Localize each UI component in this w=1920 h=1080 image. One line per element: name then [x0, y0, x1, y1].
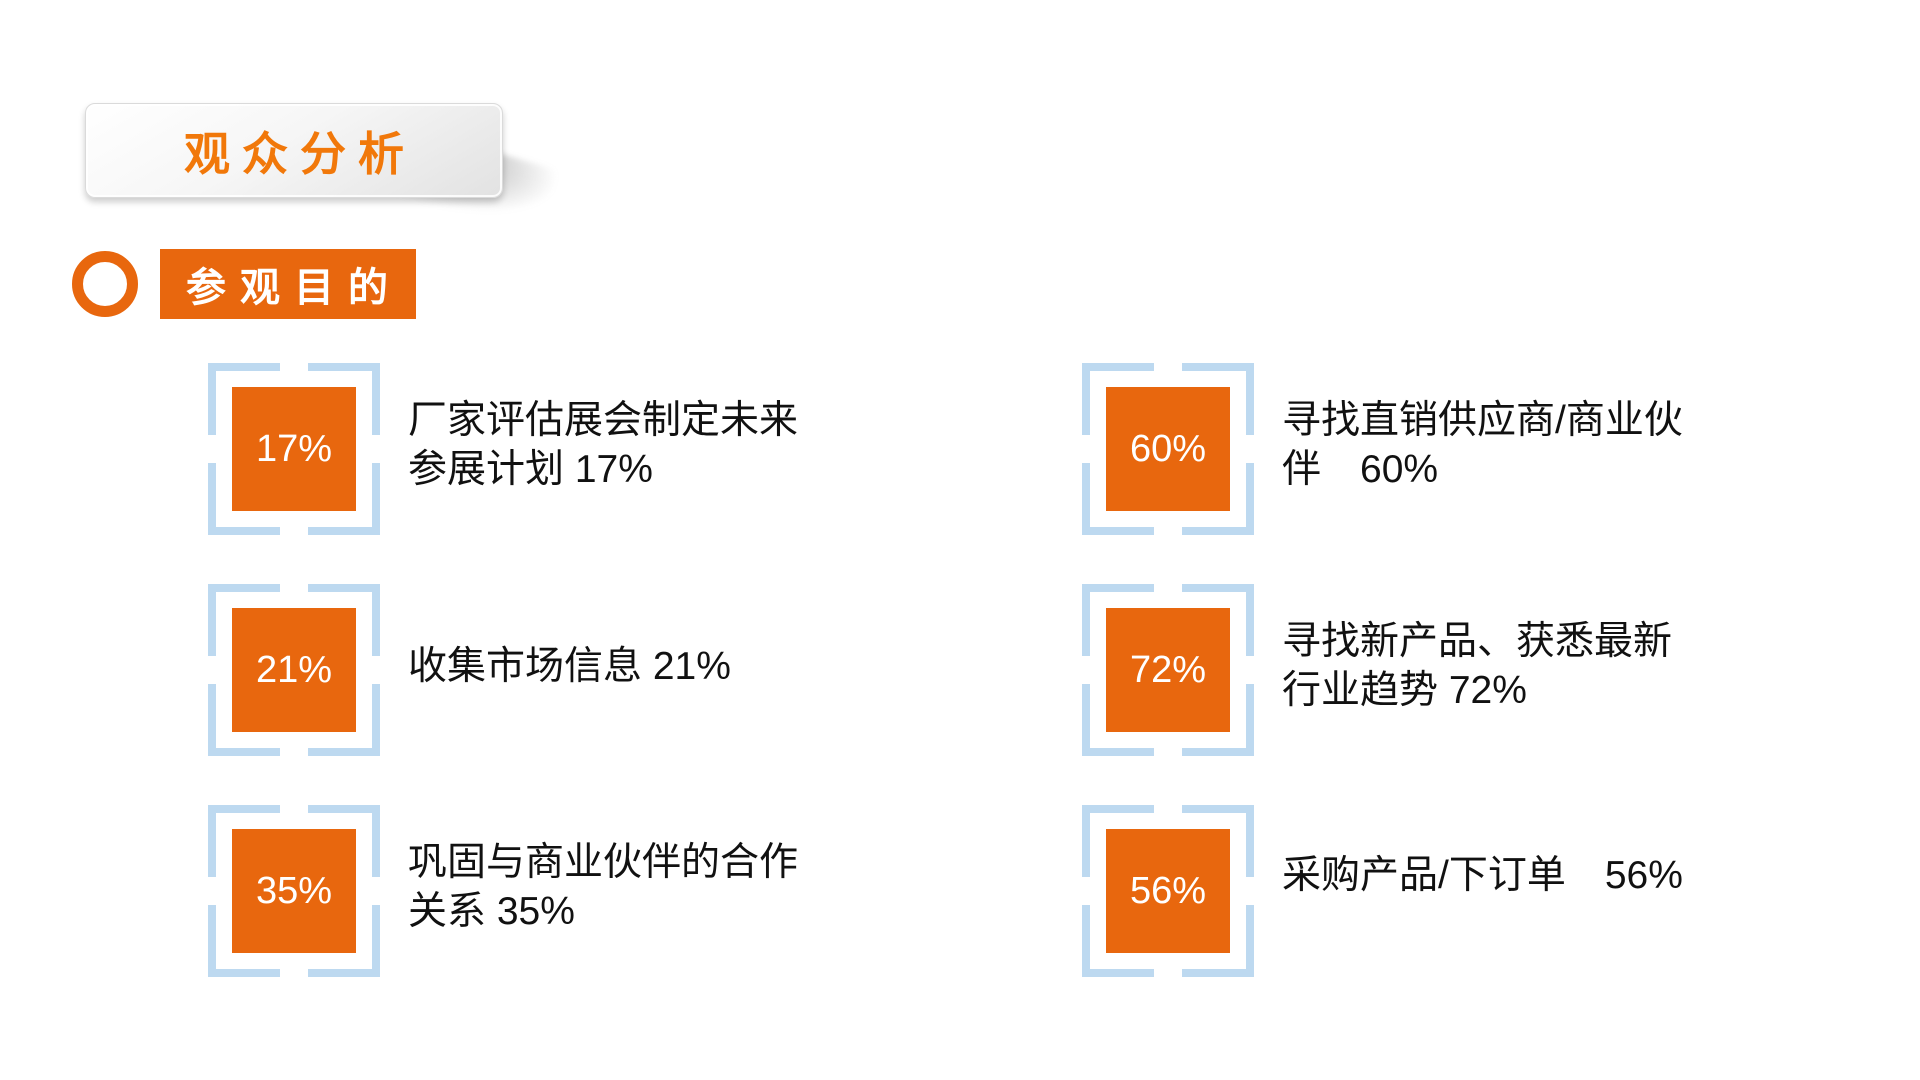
frame-corner-icon — [208, 684, 280, 756]
purpose-item: 60% 寻找直销供应商/商业伙 伴 60% — [1082, 363, 1683, 535]
frame-corner-icon — [308, 584, 380, 656]
frame-corner-icon — [1182, 463, 1254, 535]
percent-square: 17% — [232, 387, 356, 511]
purpose-item: 72% 寻找新产品、获悉最新 行业趋势 72% — [1082, 584, 1672, 756]
frame-corner-icon — [308, 905, 380, 977]
frame-corner-icon — [1182, 805, 1254, 877]
purpose-item: 17% 厂家评估展会制定未来 参展计划 17% — [208, 363, 798, 535]
frame-corner-icon — [1182, 905, 1254, 977]
item-description: 收集市场信息 21% — [408, 644, 731, 688]
percent-label: 35% — [255, 870, 333, 912]
item-description: 厂家评估展会制定未来 参展计划 17% — [408, 399, 799, 491]
title-card: 观众分析 — [85, 103, 503, 198]
item-description: 巩固与商业伙伴的合作 关系 35% — [408, 841, 799, 933]
percent-label: 17% — [255, 428, 333, 470]
frame-corner-icon — [308, 463, 380, 535]
item-description: 寻找直销供应商/商业伙 伴 60% — [1282, 399, 1683, 491]
percent-square: 35% — [232, 829, 356, 953]
frame-corner-icon — [1182, 584, 1254, 656]
purpose-item: 21% 收集市场信息 21% — [208, 584, 731, 756]
corner-frame: 35% — [208, 805, 380, 977]
frame-corner-icon — [1182, 684, 1254, 756]
purpose-item: 35% 巩固与商业伙伴的合作 关系 35% — [208, 805, 798, 977]
frame-corner-icon — [308, 684, 380, 756]
percent-square: 60% — [1106, 387, 1230, 511]
corner-frame: 21% — [208, 584, 380, 756]
percent-square: 72% — [1106, 608, 1230, 732]
frame-corner-icon — [1082, 363, 1154, 435]
item-description: 寻找新产品、获悉最新 行业趋势 72% — [1282, 620, 1673, 712]
frame-corner-icon — [1082, 463, 1154, 535]
percent-label: 21% — [255, 649, 333, 691]
frame-corner-icon — [1082, 684, 1154, 756]
percent-square: 21% — [232, 608, 356, 732]
ring-bullet-icon — [72, 251, 138, 317]
corner-frame: 17% — [208, 363, 380, 535]
section-badge-label: 参观目的 — [186, 266, 402, 310]
frame-corner-icon — [308, 805, 380, 877]
percent-label: 60% — [1129, 428, 1207, 470]
page-title: 观众分析 — [184, 127, 416, 180]
corner-frame: 56% — [1082, 805, 1254, 977]
frame-corner-icon — [208, 463, 280, 535]
purpose-item: 56% 采购产品/下订单 56% — [1082, 805, 1683, 977]
frame-corner-icon — [208, 905, 280, 977]
frame-corner-icon — [208, 805, 280, 877]
percent-label: 72% — [1129, 649, 1207, 691]
frame-corner-icon — [1082, 905, 1154, 977]
section-header: 参观目的 — [72, 249, 416, 319]
section-badge: 参观目的 — [160, 249, 416, 319]
frame-corner-icon — [1082, 584, 1154, 656]
corner-frame: 72% — [1082, 584, 1254, 756]
frame-corner-icon — [1082, 805, 1154, 877]
frame-corner-icon — [1182, 363, 1254, 435]
frame-corner-icon — [208, 363, 280, 435]
item-description: 采购产品/下订单 56% — [1282, 853, 1683, 897]
frame-corner-icon — [308, 363, 380, 435]
percent-label: 56% — [1129, 870, 1207, 912]
frame-corner-icon — [208, 584, 280, 656]
corner-frame: 60% — [1082, 363, 1254, 535]
percent-square: 56% — [1106, 829, 1230, 953]
